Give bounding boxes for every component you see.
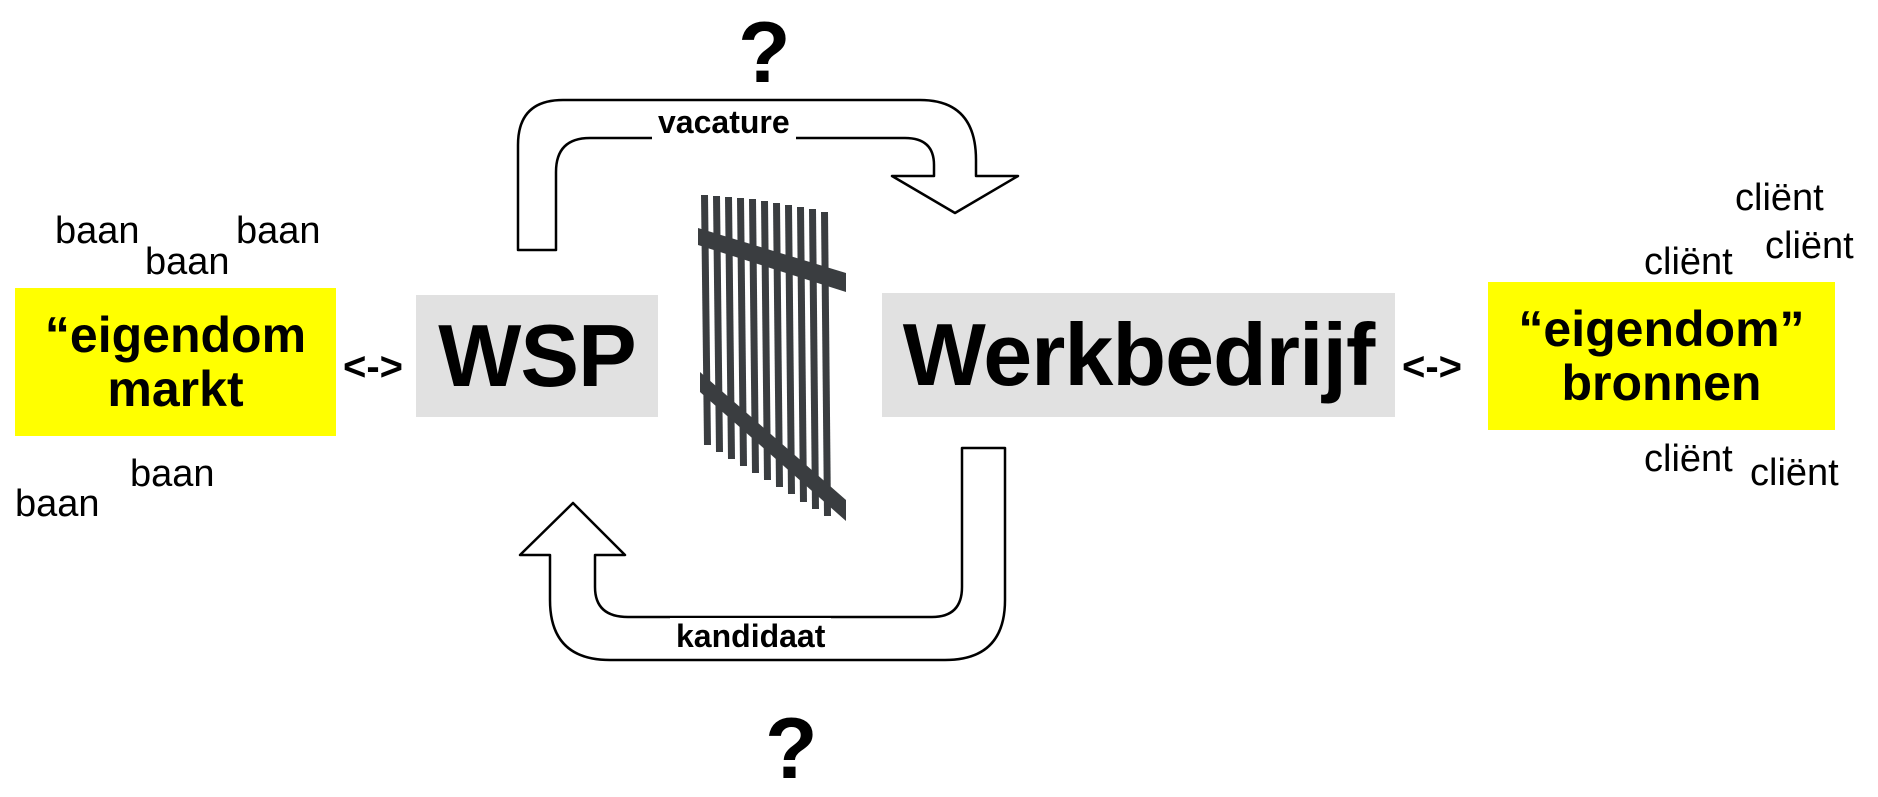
- job-word: baan: [236, 210, 321, 252]
- client-word: cliënt: [1765, 225, 1854, 267]
- werkbedrijf-box: Werkbedrijf: [882, 293, 1395, 417]
- diagram-graphics: [516, 98, 1020, 662]
- client-word: cliënt: [1644, 241, 1733, 283]
- job-word: baan: [15, 483, 100, 525]
- wsp-label: WSP: [438, 306, 636, 405]
- bottom-curved-arrow: [518, 446, 1007, 662]
- question-mark-bottom: ?: [765, 701, 818, 797]
- client-word: cliënt: [1750, 452, 1839, 494]
- sources-box-line1: “eigendom”: [1518, 301, 1805, 357]
- job-word: baan: [145, 241, 230, 283]
- job-word: baan: [130, 453, 215, 495]
- eigendom-markt-box: “eigendom markt: [15, 288, 336, 436]
- werkbedrijf-label: Werkbedrijf: [902, 305, 1375, 404]
- wsp-box: WSP: [416, 295, 658, 417]
- kandidaat-label: kandidaat: [670, 618, 832, 655]
- market-box-line1: “eigendom: [44, 307, 307, 363]
- top-curved-arrow: [516, 98, 1020, 252]
- market-box-line2: markt: [107, 361, 244, 417]
- question-mark-top: ?: [738, 5, 791, 101]
- vacature-label: vacature: [652, 104, 796, 141]
- fence-rail-bottom: [700, 372, 846, 521]
- fence-rail-top: [698, 228, 846, 292]
- sources-box-line2: bronnen: [1561, 355, 1762, 411]
- connector-right: <->: [1402, 345, 1463, 389]
- eigendom-bronnen-box: “eigendom” bronnen: [1488, 282, 1835, 430]
- client-word: cliënt: [1644, 438, 1733, 480]
- job-word: baan: [55, 210, 140, 252]
- client-word: cliënt: [1735, 177, 1824, 219]
- connector-left: <->: [343, 345, 404, 389]
- fence-gate: [698, 195, 846, 521]
